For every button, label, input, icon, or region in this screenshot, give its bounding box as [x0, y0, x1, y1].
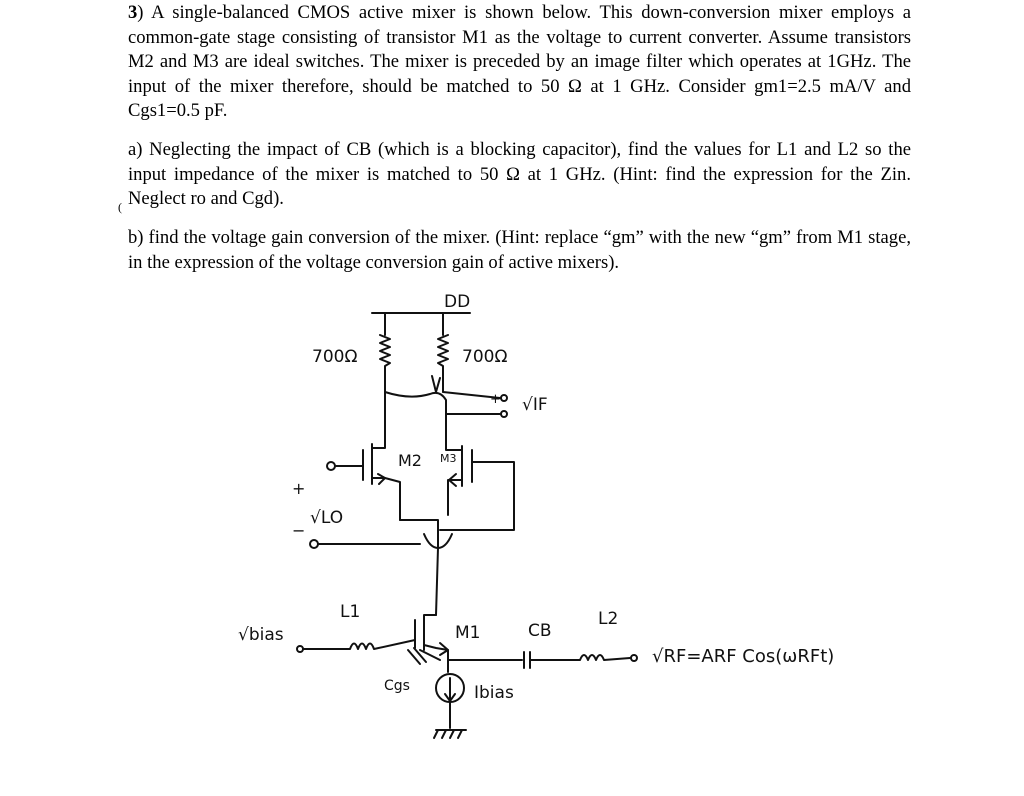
- problem-intro-text: ) A single-balanced CMOS active mixer is…: [128, 2, 911, 121]
- cgs-label: Cgs: [384, 678, 410, 694]
- l1-inductor: [302, 639, 416, 650]
- m2-arrow: [377, 473, 386, 485]
- vif-label: √IF: [522, 395, 548, 415]
- vrf-terminal: [630, 654, 638, 662]
- l2-label: L2: [598, 609, 618, 629]
- ibias-label: Ibias: [474, 683, 514, 703]
- vdd-label: DD: [444, 292, 470, 312]
- l1-label: L1: [340, 602, 360, 622]
- resistor-left: [379, 312, 391, 393]
- part-b-text: b) find the voltage gain conversion of t…: [128, 227, 911, 273]
- m1-channel: [423, 614, 437, 651]
- cgs-capacitor: [407, 647, 441, 665]
- vif-terminal-bottom: [500, 410, 508, 418]
- m1-label: M1: [455, 623, 480, 643]
- vif-terminal-top: [500, 394, 508, 402]
- vbias-label: √bias: [238, 625, 284, 645]
- output-wire-right: [442, 391, 501, 399]
- lo-minus: −: [292, 521, 305, 540]
- l2-inductor: [529, 654, 631, 661]
- problem-intro: 3) A single-balanced CMOS active mixer i…: [128, 1, 911, 124]
- resistor-right: [437, 312, 449, 393]
- stray-mark: (: [118, 200, 122, 214]
- lo-plus-terminal: [326, 461, 336, 471]
- resistor-left-label: 700Ω: [312, 347, 357, 367]
- vif-plus: +: [490, 392, 501, 407]
- m3-gate-wire: [439, 461, 515, 531]
- vrf-label: √RF=ARF Cos(ωRFt): [652, 646, 834, 667]
- m1-arrow: [439, 642, 449, 656]
- lo-minus-terminal: [309, 539, 319, 549]
- part-a-text: a) Neglecting the impact of CB (which is…: [128, 139, 911, 209]
- output-wire-left: [384, 391, 501, 415]
- m1-source-wire: [423, 644, 449, 661]
- problem-number: 3: [128, 2, 138, 23]
- tail-node-wire: [399, 519, 439, 549]
- output-marks: [431, 375, 441, 393]
- cb-label: CB: [528, 621, 552, 641]
- m1-drain-wire: [435, 547, 439, 616]
- m3-arrow: [448, 473, 457, 487]
- lo-plus: +: [292, 479, 305, 498]
- m2-drain-wire: [371, 391, 386, 449]
- vlo-label: √LO: [310, 508, 343, 528]
- m2-label: M2: [398, 451, 422, 470]
- resistor-right-label: 700Ω: [462, 347, 507, 367]
- vif-minus: −: [490, 407, 501, 422]
- m3-drain-wire: [445, 413, 463, 451]
- ground-symbol: [433, 729, 467, 739]
- m2-source-wire: [371, 477, 401, 521]
- m3-label: M3: [440, 452, 457, 465]
